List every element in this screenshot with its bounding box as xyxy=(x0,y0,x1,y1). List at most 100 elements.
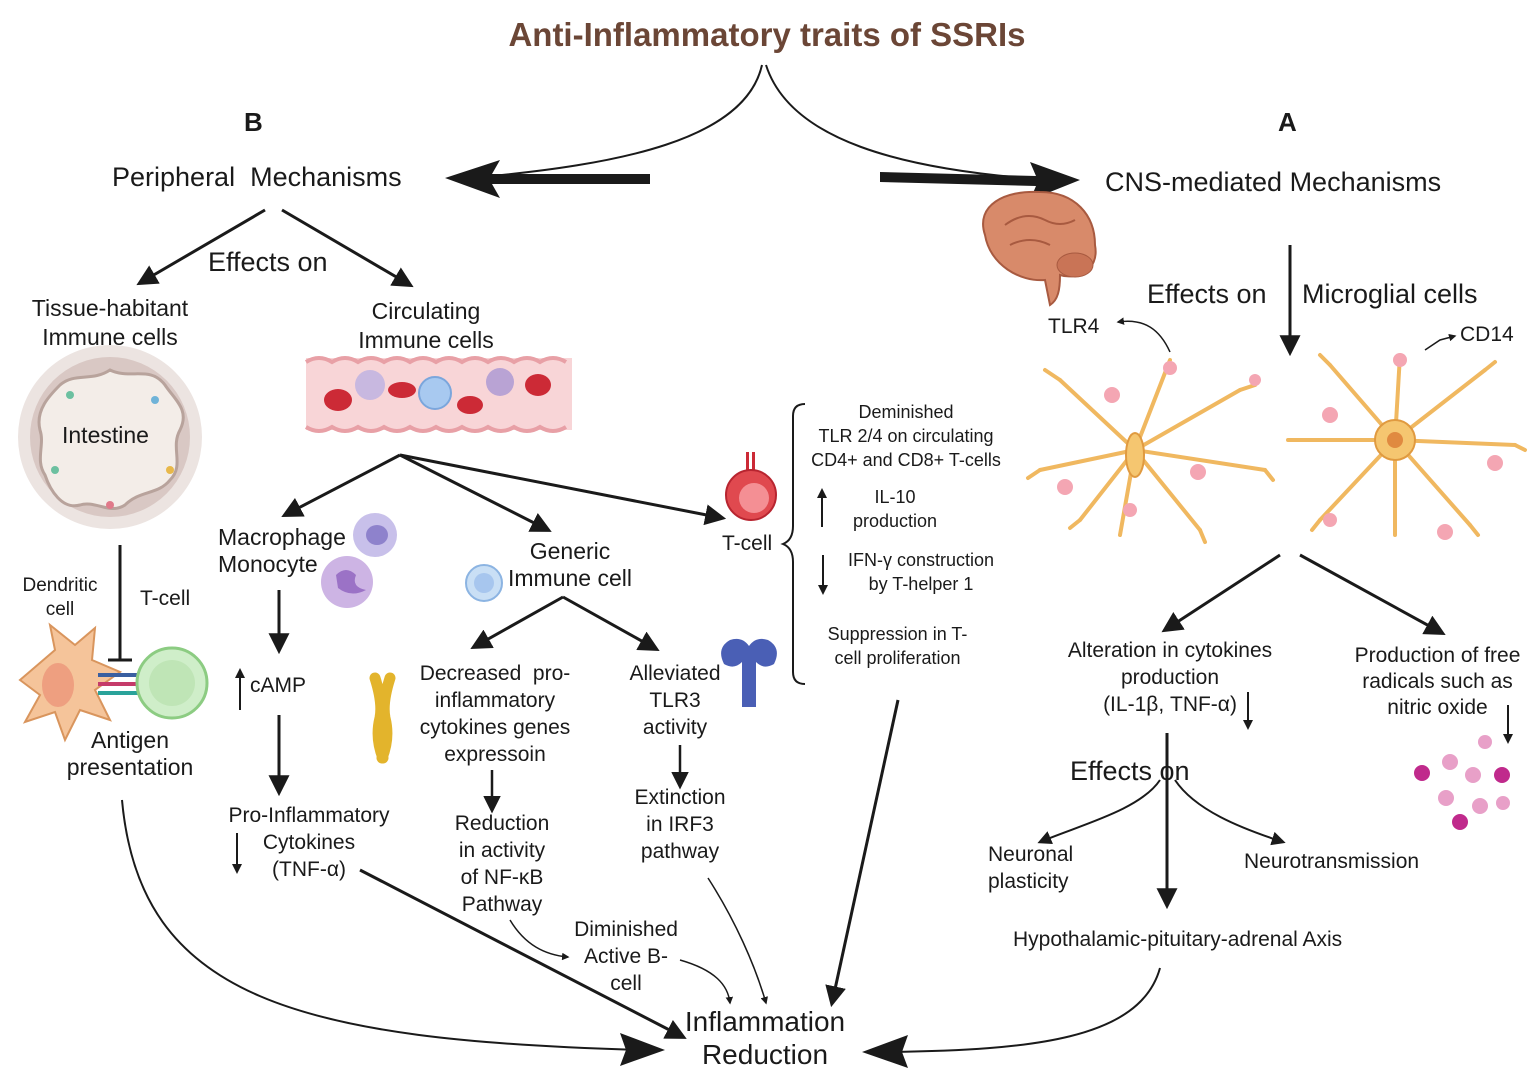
t-cell-red-illustration xyxy=(725,452,777,521)
il10-label-1: IL-10 xyxy=(874,487,916,507)
brain-illustration xyxy=(982,190,1097,307)
effects-on-microglial-2: Microglial cells xyxy=(1302,279,1478,309)
t-cell-small-label: T-cell xyxy=(140,587,191,610)
neuronal-label-1: Neuronal xyxy=(988,843,1074,866)
receptor-cluster-right xyxy=(1322,353,1503,540)
neurotransmission-label: Neurotransmission xyxy=(1244,850,1420,873)
free-radicals-label-2: radicals such as xyxy=(1362,670,1513,693)
extinction-label-1: Extinction xyxy=(634,786,726,809)
curve-to-neuronal xyxy=(1037,779,1161,845)
t-cell-green-illustration xyxy=(135,646,209,720)
arrow-tlr4 xyxy=(1116,317,1171,353)
alteration-label-1: Alteration in cytokines xyxy=(1067,639,1273,662)
neuronal-label-2: plasticity xyxy=(988,870,1069,893)
panel-b-letter: B xyxy=(244,107,263,137)
split-curve-right xyxy=(765,64,1051,181)
pro-inflam-label-1: Pro-Inflammatory xyxy=(228,804,390,827)
generic-label-2: Immune cell xyxy=(508,565,632,591)
curve-reduction-diminished xyxy=(509,919,570,961)
suppression-label-1: Suppression in T- xyxy=(827,624,968,644)
arrowhead-right-outcome xyxy=(862,1035,908,1068)
camp-label: cAMP xyxy=(250,674,307,697)
free-radicals-label-1: Production of free xyxy=(1354,644,1521,667)
tissue-label-2: Immune cells xyxy=(42,324,178,350)
tlr4-label: TLR4 xyxy=(1048,315,1100,338)
curve-diminished-outcome xyxy=(679,959,734,1005)
intestine-label: Intestine xyxy=(62,422,149,448)
blood-vessel-illustration xyxy=(304,356,572,433)
suppression-label-2: cell proliferation xyxy=(834,648,961,668)
reduction-label-2: in activity xyxy=(458,839,546,862)
alleviated-label-3: activity xyxy=(642,716,708,739)
tlr3-receptor-illustration xyxy=(721,638,777,707)
effects-on-label: Effects on xyxy=(208,247,328,277)
curve-hpa-outcome xyxy=(889,967,1161,1053)
panel-a-letter: A xyxy=(1278,107,1297,137)
pro-inflam-label-2: Cytokines xyxy=(262,831,356,854)
chromosome-illustration xyxy=(369,672,396,764)
reduction-label-3: of NF-κB xyxy=(460,866,544,889)
big-arrow-left xyxy=(445,160,650,198)
curve-extinction-outcome xyxy=(707,877,768,1005)
curve-to-neurotransmission xyxy=(1174,779,1286,846)
big-arrow-right xyxy=(880,162,1080,200)
dendritic-label-2: cell xyxy=(45,599,75,620)
split-curve-left xyxy=(469,64,763,179)
arrow-generic-decreased xyxy=(470,595,564,650)
cns-heading: CNS-mediated Mechanisms xyxy=(1105,167,1442,197)
macrophage-illustration xyxy=(321,513,397,608)
arrow-generic-alleviated xyxy=(562,595,660,652)
macrophage-label-1: Macrophage xyxy=(218,524,346,550)
decreased-label-2: inflammatory xyxy=(434,689,556,712)
deminished-label-1: Deminished xyxy=(858,402,954,422)
arrow-cytokines-outcome xyxy=(359,868,687,1039)
arrow-to-tcell xyxy=(399,453,727,526)
free-radicals-label-3: nitric oxide xyxy=(1387,696,1488,719)
alleviated-label-1: Alleviated xyxy=(629,662,721,685)
hpa-label: Hypothalamic-pituitary-adrenal Axis xyxy=(1013,928,1343,951)
macrophage-label-2: Monocyte xyxy=(218,551,318,577)
arrow-microglia-alteration xyxy=(1161,553,1281,633)
extinction-label-3: pathway xyxy=(640,840,720,863)
diminished-b-label-1: Diminished xyxy=(574,918,678,941)
antigen-label-2: presentation xyxy=(66,754,194,780)
reduction-label-4: Pathway xyxy=(461,893,543,916)
alleviated-label-2: TLR3 xyxy=(649,689,701,712)
arrow-to-circulating xyxy=(281,208,414,288)
alteration-label-2: production xyxy=(1120,666,1220,689)
tcell-label: T-cell xyxy=(722,532,773,555)
arrow-tcell-outcome xyxy=(825,699,900,1008)
arrow-to-tissue xyxy=(136,208,266,286)
alteration-label-3: (IL-1β, TNF-α) xyxy=(1103,693,1237,716)
pro-inflam-label-3: (TNF-α) xyxy=(272,858,346,881)
tissue-label-1: Tissue-habitant xyxy=(31,295,189,321)
peripheral-heading: Peripheral Mechanisms xyxy=(112,162,402,192)
intestine-illustration xyxy=(18,345,202,529)
dendritic-cell-illustration xyxy=(18,622,123,743)
arrow-cd14 xyxy=(1424,333,1457,351)
microglia-cell-right xyxy=(1286,353,1527,537)
il10-label-2: production xyxy=(852,511,938,531)
ifn-label-2: by T-helper 1 xyxy=(868,574,974,594)
ifn-label-1: IFN-γ construction xyxy=(847,550,995,570)
outcome-label-1: Inflammation xyxy=(684,1006,846,1037)
outcome-label-2: Reduction xyxy=(701,1039,829,1070)
circulating-label-2: Immune cells xyxy=(358,327,494,353)
generic-label-1: Generic xyxy=(529,538,611,564)
deminished-label-2: TLR 2/4 on circulating xyxy=(818,426,994,446)
tcell-synapse-illustration xyxy=(98,673,138,695)
curve-antigen-outcome xyxy=(121,799,641,1051)
receptor-cluster-left xyxy=(1057,361,1261,517)
diminished-b-label-3: cell xyxy=(610,972,642,995)
arrow-microglia-radicals xyxy=(1299,553,1446,636)
effects-on-cns-label: Effects on xyxy=(1070,756,1190,786)
generic-immune-cell-illustration xyxy=(465,564,503,602)
page-title: Anti-Inflammatory traits of SSRIs xyxy=(508,16,1026,53)
cd14-label: CD14 xyxy=(1460,323,1514,346)
arrowhead-left-outcome xyxy=(620,1033,665,1066)
extinction-label-2: in IRF3 xyxy=(646,813,714,836)
diminished-b-label-2: Active B- xyxy=(583,945,669,968)
circulating-label-1: Circulating xyxy=(371,298,481,324)
microglia-cell-left xyxy=(1026,358,1275,544)
